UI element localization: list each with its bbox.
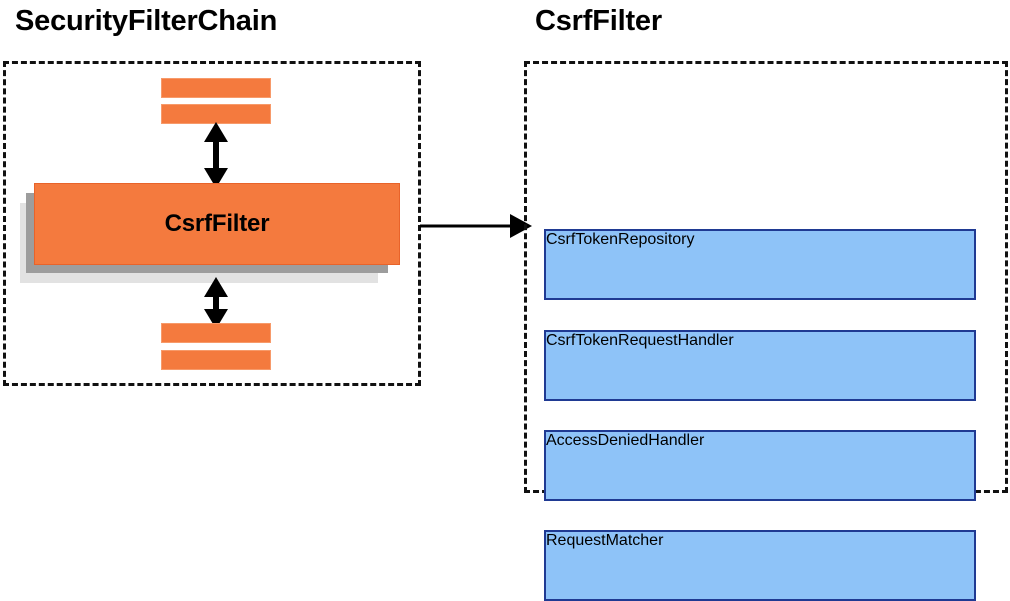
block-shadow-back [544,196,974,263]
block-label-access-denied-handler: AccessDeniedHandler [546,432,705,449]
block-shadow-back [544,296,974,363]
block-shadow-back [544,95,974,162]
block-shadow-back [544,396,974,463]
block-face: CsrfTokenRepository [544,229,976,300]
filter-stripe-top-2 [161,104,271,124]
page-title-security-filter-chain: SecurityFilterChain [15,5,278,37]
block-access-denied-handler[interactable]: AccessDeniedHandler [544,296,1006,501]
block-label-csrf-filter: CsrfFilter [164,210,270,237]
block-csrf-token-repository[interactable]: CsrfTokenRepository [544,95,1006,300]
block-label-csrf-token-repository: CsrfTokenRepository [546,231,695,248]
block-face: CsrfFilter [34,183,400,265]
block-shadow-mid [544,463,976,530]
block-face: CsrfTokenRequestHandler [544,330,976,401]
filter-stripe-top-1 [161,78,271,98]
block-csrf-token-request-handler[interactable]: CsrfTokenRequestHandler [544,196,1006,401]
panel-security-filter-chain [3,61,421,386]
double-arrow-vertical-top [204,122,228,188]
block-face: AccessDeniedHandler [544,430,976,501]
block-request-matcher[interactable]: RequestMatcher [544,396,1006,601]
block-face: RequestMatcher [544,530,976,601]
double-arrow-vertical-bottom [204,277,228,329]
block-label-request-matcher: RequestMatcher [546,532,664,549]
filter-stripe-bottom-1 [161,323,271,343]
expand-arrow-icon [420,214,532,238]
block-csrf-filter[interactable]: CsrfFilter [20,183,410,283]
filter-stripe-bottom-2 [161,350,271,370]
block-label-csrf-token-request-handler: CsrfTokenRequestHandler [546,332,734,349]
diagram-canvas: SecurityFilterChain CsrfFilter CsrfFilte… [3,5,1008,601]
page-title-csrf-filter: CsrfFilter [535,5,662,37]
